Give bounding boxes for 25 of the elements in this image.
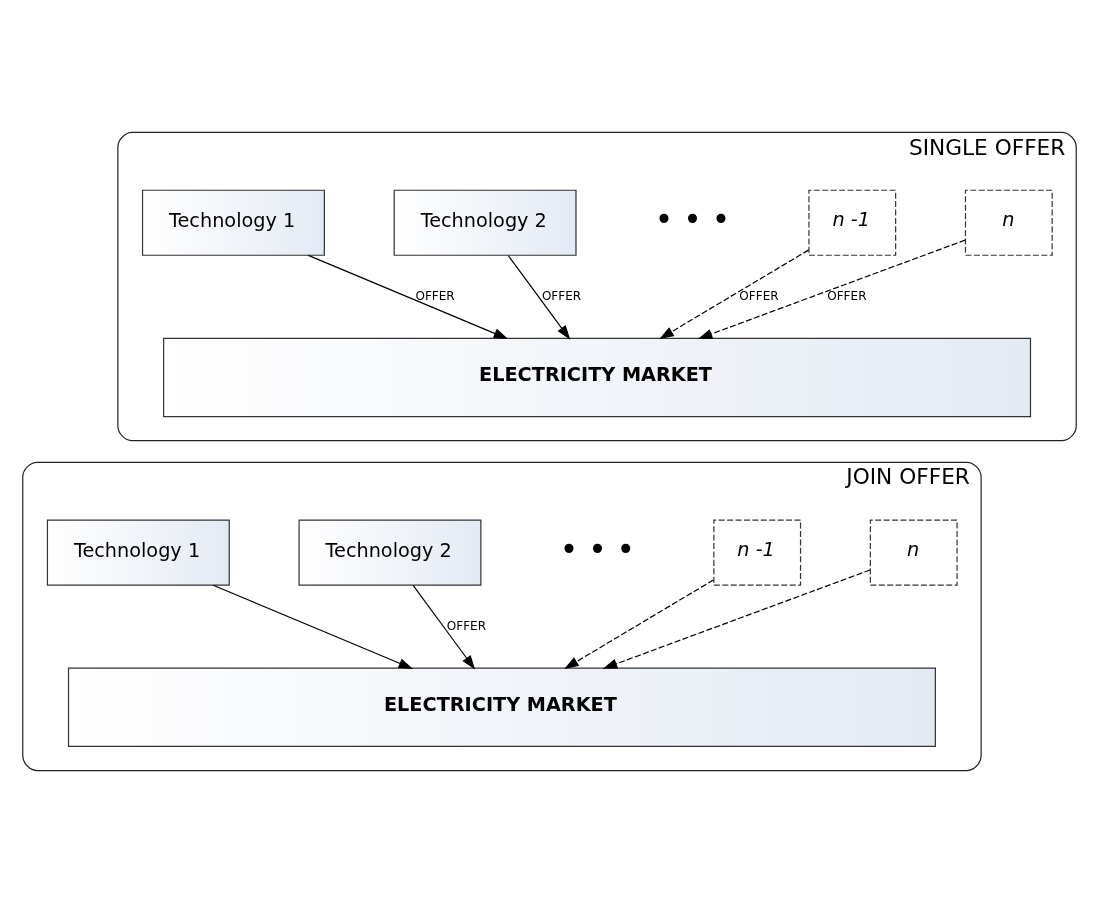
arrow: [564, 579, 714, 669]
edge-label: OFFER: [541, 288, 582, 303]
arrow: [412, 584, 476, 670]
arrow: [659, 249, 810, 340]
node-box: ELECTRICITY MARKET: [163, 337, 1032, 418]
node-box: n -1: [713, 519, 802, 586]
node-text: • • •: [559, 531, 636, 568]
edge-label: OFFER: [827, 288, 867, 303]
node-box: Technology 1: [46, 519, 230, 586]
node-box: Technology 1: [141, 189, 325, 256]
arrow: [602, 569, 871, 669]
node-box: n -1: [808, 189, 897, 256]
node-box: n: [869, 519, 958, 586]
edge-label: OFFER: [446, 618, 487, 633]
arrow: [212, 584, 414, 669]
edge-label: OFFER: [739, 288, 779, 303]
node-box: n: [964, 189, 1053, 256]
arrow: [507, 254, 571, 340]
arrow: [307, 254, 509, 339]
arrow: [697, 239, 966, 339]
node-box: ELECTRICITY MARKET: [67, 667, 936, 748]
edge-label: OFFER: [415, 288, 455, 303]
node-box: Technology 2: [393, 189, 577, 256]
node-text: • • •: [654, 201, 731, 238]
node-box: Technology 2: [298, 519, 482, 586]
